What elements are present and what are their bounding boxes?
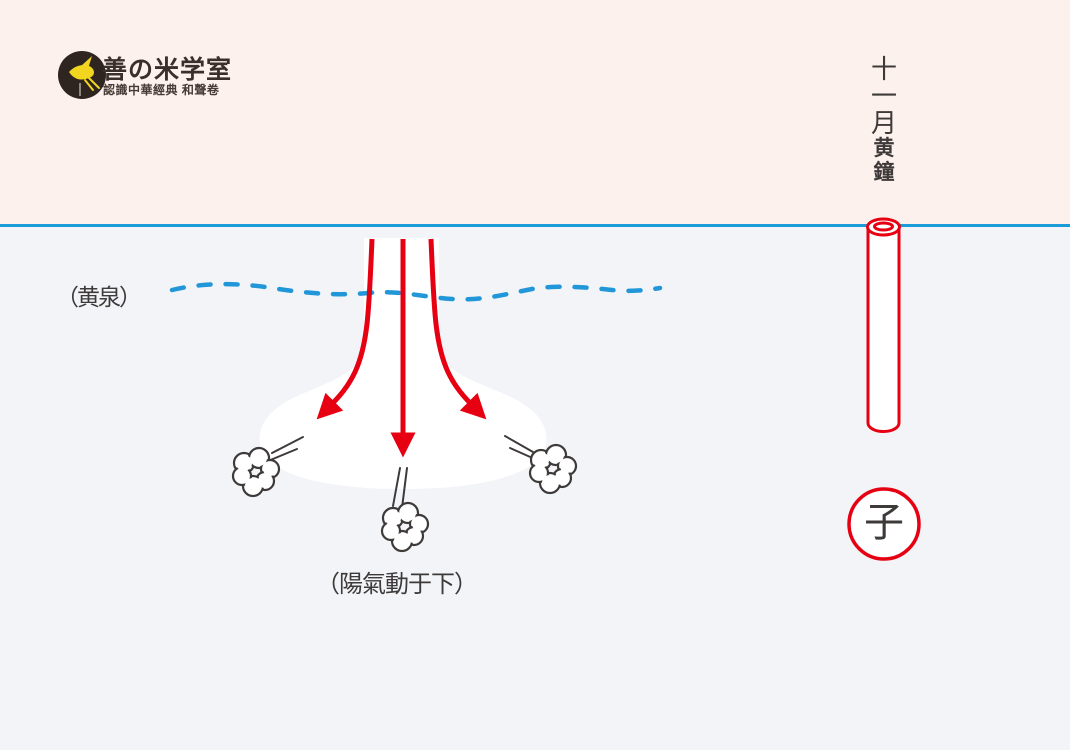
- pitch-char: 鐘: [873, 161, 895, 184]
- month-pitch-label: 十 一 月 黄 鐘: [866, 56, 902, 185]
- pitch-char: 黄: [873, 137, 895, 160]
- month-char: 月: [870, 108, 897, 138]
- brand-mark-circle: [58, 51, 106, 99]
- steam-puff-right: [504, 435, 578, 495]
- above-ground-region: [0, 0, 1070, 224]
- down-arrow-left: [316, 238, 375, 420]
- brand-title: 善の米学室: [102, 57, 233, 84]
- underground-spring-label: （黄泉）: [56, 284, 142, 310]
- down-arrow-right: [428, 238, 487, 420]
- brand-logo: 善の米学室 認識中華經典 和聲卷: [56, 48, 286, 108]
- month-char: 十: [870, 54, 897, 84]
- pitch-name: 黄 鐘: [866, 137, 902, 185]
- swallow-bird-icon: [69, 56, 100, 96]
- pitch-pipe: [866, 217, 901, 433]
- spring-dashed-line: [169, 281, 663, 302]
- brand-subtitle: 認識中華經典 和聲卷: [103, 83, 220, 97]
- earthly-branch-label: 子: [864, 501, 904, 545]
- earthly-branch-circle: [847, 487, 921, 561]
- yang-motion-label: （陽氣動于下）: [316, 571, 478, 598]
- steam-puff-left: [231, 436, 304, 498]
- steam-puff-bottom: [380, 467, 430, 553]
- month-char: 一: [870, 81, 897, 111]
